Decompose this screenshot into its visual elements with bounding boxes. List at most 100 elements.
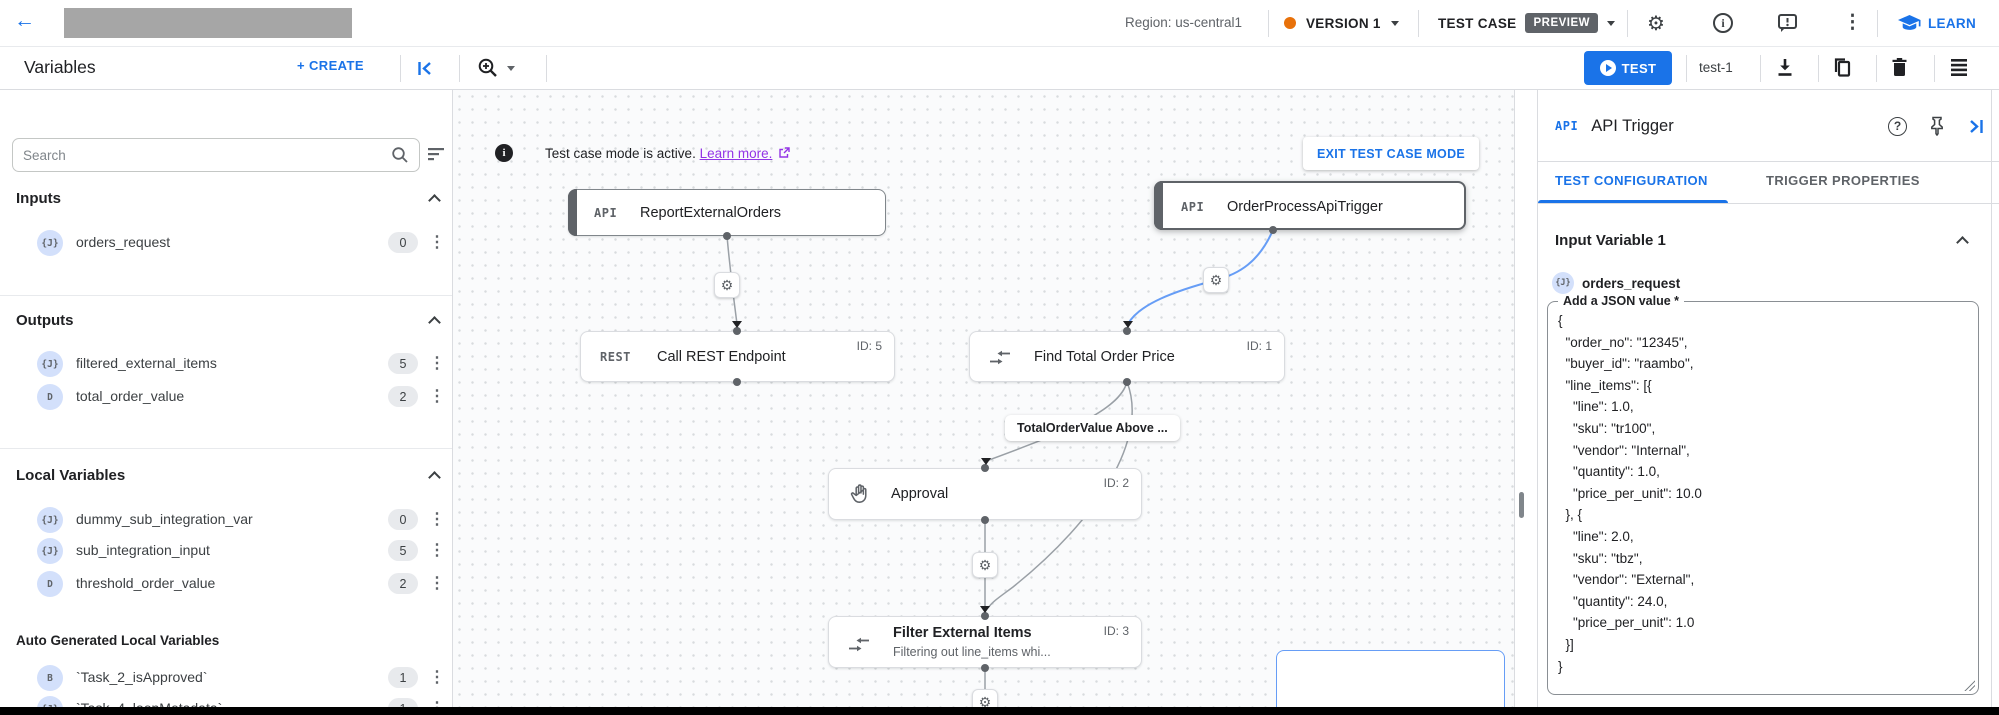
info-icon[interactable]: i [1713, 13, 1733, 33]
collapse-left-panel-icon[interactable] [416, 60, 434, 77]
help-icon[interactable]: ? [1888, 116, 1907, 136]
task-id-label: ID: 1 [1246, 339, 1272, 353]
boolean-type-badge: B [37, 665, 63, 691]
region-label: Region: us-central1 [1125, 15, 1243, 30]
sort-filter-icon[interactable] [428, 146, 446, 162]
resize-handle[interactable] [1964, 680, 1975, 691]
tab-trigger-properties[interactable]: TRIGGER PROPERTIES [1766, 173, 1920, 188]
variable-row[interactable]: D total_order_value 2 ⋮ [0, 382, 452, 412]
zoom-in-magnifier-icon [478, 58, 497, 77]
connector-dot[interactable] [981, 664, 989, 672]
workflow-canvas[interactable]: i Test case mode is active. Learn more. … [453, 90, 1515, 707]
edge-condition-label[interactable]: TotalOrderValue Above ... [1005, 415, 1180, 441]
variable-row[interactable]: {J} filtered_external_items 5 ⋮ [0, 349, 452, 379]
collapse-inputs-chevron-icon[interactable] [428, 194, 441, 207]
learn-button[interactable]: LEARN [1898, 10, 1976, 36]
connector-dot[interactable] [981, 612, 989, 620]
settings-gear-icon[interactable]: ⚙ [1647, 13, 1665, 35]
edge-settings-gear-icon[interactable]: ⚙ [972, 552, 998, 578]
search-input[interactable] [13, 147, 391, 163]
variable-row[interactable]: {J} dummy_sub_integration_var 0 ⋮ [0, 505, 452, 535]
variable-menu-kebab-icon[interactable]: ⋮ [429, 542, 445, 559]
version-selector[interactable]: VERSION 1 [1284, 8, 1399, 38]
connector-dot[interactable] [733, 378, 741, 386]
variable-menu-kebab-icon[interactable]: ⋮ [429, 698, 445, 707]
json-field-label: Add a JSON value * [1558, 294, 1685, 308]
task-id-label: ID: 3 [1103, 624, 1129, 638]
variable-menu-kebab-icon[interactable]: ⋮ [429, 234, 445, 251]
usage-count-badge: 2 [388, 573, 418, 594]
test-case-name[interactable]: test-1 [1699, 60, 1733, 75]
panel-variable-name: orders_request [1582, 276, 1681, 291]
tab-test-configuration[interactable]: TEST CONFIGURATION [1555, 173, 1708, 188]
zoom-control[interactable] [477, 57, 515, 79]
variable-menu-kebab-icon[interactable]: ⋮ [429, 511, 445, 528]
variable-menu-kebab-icon[interactable]: ⋮ [429, 669, 445, 686]
graduation-cap-icon [1898, 14, 1921, 30]
divider [1934, 55, 1935, 82]
connector-dot[interactable] [981, 464, 989, 472]
collapse-section-chevron-icon[interactable] [1956, 236, 1969, 249]
exit-test-case-mode-button[interactable]: EXIT TEST CASE MODE [1303, 137, 1479, 170]
edge-settings-gear-icon[interactable]: ⚙ [1203, 267, 1229, 293]
connector-dot[interactable] [981, 516, 989, 524]
trigger-accent-bar [1154, 181, 1163, 230]
node-report-external-orders[interactable]: API ReportExternalOrders [568, 189, 886, 236]
divider [1538, 203, 1999, 204]
node-approval[interactable]: Approval ID: 2 [828, 468, 1142, 520]
node-find-total-order-price[interactable]: Find Total Order Price ID: 1 [969, 331, 1285, 382]
variable-row[interactable]: {J} `Task_4_loopMetadata` 1 ⋮ [0, 694, 452, 707]
copy-icon[interactable] [1833, 57, 1852, 78]
more-options-kebab-icon[interactable]: ⋮ [1843, 12, 1862, 33]
collapse-local-variables-chevron-icon[interactable] [428, 471, 441, 484]
json-value-textarea[interactable]: { "order_no": "12345", "buyer_id": "raam… [1558, 313, 1702, 674]
edge-arrowhead [1123, 321, 1133, 328]
variable-menu-kebab-icon[interactable]: ⋮ [429, 355, 445, 372]
connector-dot[interactable] [1269, 226, 1277, 234]
edge-settings-gear-icon[interactable]: ⚙ [972, 689, 998, 707]
test-case-selector[interactable]: TEST CASE PREVIEW [1438, 8, 1616, 38]
json-value-field[interactable]: Add a JSON value * { "order_no": "12345"… [1547, 294, 1979, 695]
variable-row[interactable]: B `Task_2_isApproved` 1 ⋮ [0, 663, 452, 693]
panel-title: API Trigger [1591, 116, 1674, 135]
usage-count-badge: 1 [388, 667, 418, 688]
back-arrow-icon[interactable]: ← [14, 9, 35, 32]
edge-trigger-to-findtotal-selected[interactable] [1127, 229, 1274, 325]
selected-node-frame[interactable] [1276, 650, 1505, 707]
node-call-rest-endpoint[interactable]: REST Call REST Endpoint ID: 5 [580, 331, 895, 382]
connector-dot[interactable] [1123, 327, 1131, 335]
node-order-process-api-trigger[interactable]: API OrderProcessApiTrigger [1154, 181, 1466, 230]
delete-trash-icon[interactable] [1891, 57, 1908, 78]
connector-dot[interactable] [1123, 378, 1131, 386]
download-icon[interactable] [1775, 57, 1795, 78]
variable-menu-kebab-icon[interactable]: ⋮ [429, 575, 445, 592]
panel-scrollbar-track[interactable] [1991, 90, 1992, 707]
create-variable-button[interactable]: + CREATE [297, 58, 364, 73]
vertical-scrollbar-thumb[interactable] [1519, 492, 1524, 518]
chevron-down-icon [1390, 20, 1399, 26]
divider [1418, 10, 1419, 37]
usage-count-badge: 5 [388, 353, 418, 374]
variable-row[interactable]: {J} sub_integration_input 5 ⋮ [0, 536, 452, 566]
edge-arrowhead [980, 606, 990, 613]
pin-icon[interactable] [1929, 116, 1945, 136]
collapse-right-panel-icon[interactable] [1967, 118, 1985, 135]
variable-menu-kebab-icon[interactable]: ⋮ [429, 388, 445, 405]
variables-search-box[interactable] [12, 138, 420, 172]
feedback-icon[interactable] [1777, 13, 1798, 33]
rest-type-chip: REST [600, 350, 631, 364]
execution-log-list-icon[interactable] [1950, 59, 1968, 76]
collapse-outputs-chevron-icon[interactable] [428, 316, 441, 329]
test-button[interactable]: TEST [1584, 51, 1672, 85]
variable-row[interactable]: D threshold_order_value 2 ⋮ [0, 569, 452, 599]
connector-dot[interactable] [723, 232, 731, 240]
usage-count-badge: 2 [388, 386, 418, 407]
learn-more-link[interactable]: Learn more. [699, 146, 773, 161]
edge-settings-gear-icon[interactable]: ⚙ [714, 272, 740, 298]
json-type-badge: {J} [37, 538, 63, 564]
chevron-down-icon [507, 65, 515, 71]
usage-count-badge: 5 [388, 540, 418, 561]
variable-row[interactable]: {J} orders_request 0 ⋮ [0, 228, 452, 258]
connector-dot[interactable] [733, 327, 741, 335]
node-filter-external-items[interactable]: Filter External Items Filtering out line… [828, 616, 1142, 668]
